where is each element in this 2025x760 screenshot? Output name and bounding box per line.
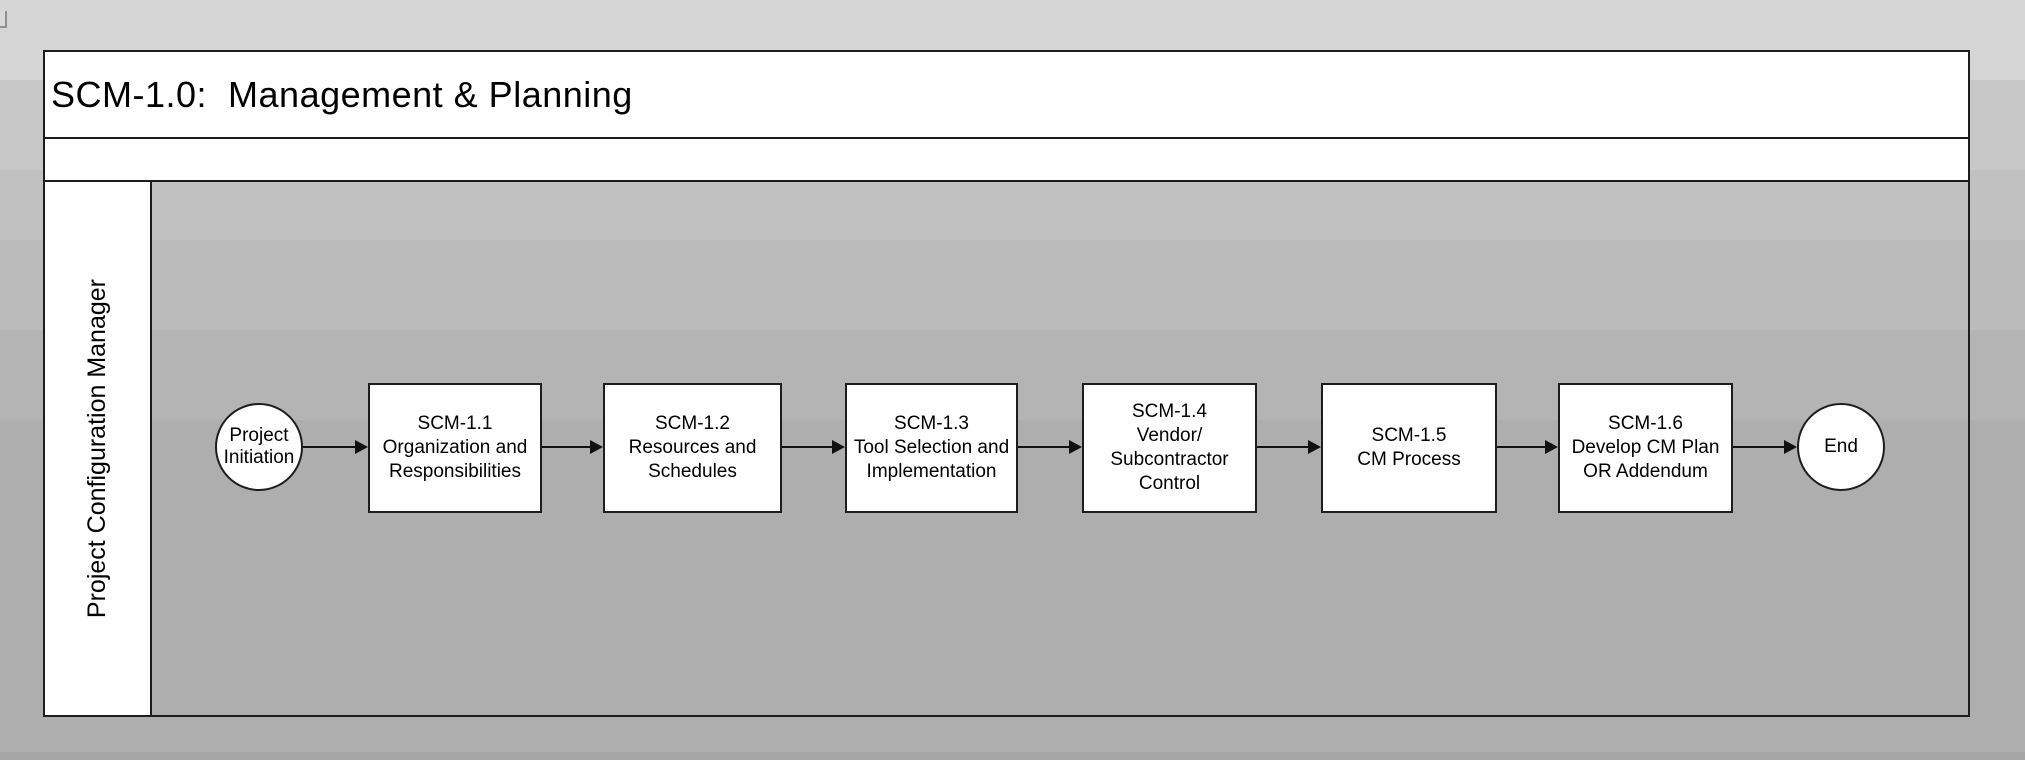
process-node-scm-1-1: SCM-1.1 Organization and Responsibilitie… [368,383,542,513]
process-node-label: SCM-1.1 Organization and Responsibilitie… [382,413,528,482]
diagram-title: SCM-1.0: Management & Planning [51,73,633,115]
process-node-label: SCM-1.4 Vendor/ Subcontractor Control [1110,401,1229,494]
flow-arrow-1-3-to-1-4 [1018,440,1082,454]
end-node-label: End [1824,436,1858,457]
flow-arrow-1-2-to-1-3 [782,440,845,454]
process-node-label: SCM-1.2 Resources and Schedules [628,413,757,482]
process-node-label: SCM-1.5 CM Process [1357,425,1461,470]
process-node-scm-1-5: SCM-1.5 CM Process [1321,383,1497,513]
process-node-label: SCM-1.6 Develop CM Plan OR Addendum [1571,413,1720,482]
start-node: Project Initiation [215,403,303,491]
process-node-scm-1-2: SCM-1.2 Resources and Schedules [603,383,782,513]
swimlane-label: Project Configuration Manager [83,278,111,619]
flow-arrow-start-to-1-1 [303,440,368,454]
flow-arrow-1-1-to-1-2 [542,440,603,454]
process-node-scm-1-4: SCM-1.4 Vendor/ Subcontractor Control [1082,383,1257,513]
end-node: End [1797,403,1885,491]
start-node-label: Project Initiation [223,425,295,468]
title-sub-band [43,137,1970,182]
process-node-label: SCM-1.3 Tool Selection and Implementatio… [853,413,1010,482]
flow-arrow-1-6-to-end [1733,440,1797,454]
flow-arrow-1-4-to-1-5 [1257,440,1321,454]
flow-arrow-1-5-to-1-6 [1497,440,1558,454]
screen-edge-artifact [0,11,7,28]
process-node-scm-1-6: SCM-1.6 Develop CM Plan OR Addendum [1558,383,1733,513]
swimlane: Project Configuration Manager [43,180,1970,717]
swimlane-header: Project Configuration Manager [45,182,152,715]
diagram-title-bar: SCM-1.0: Management & Planning [43,50,1970,139]
process-node-scm-1-3: SCM-1.3 Tool Selection and Implementatio… [845,383,1018,513]
